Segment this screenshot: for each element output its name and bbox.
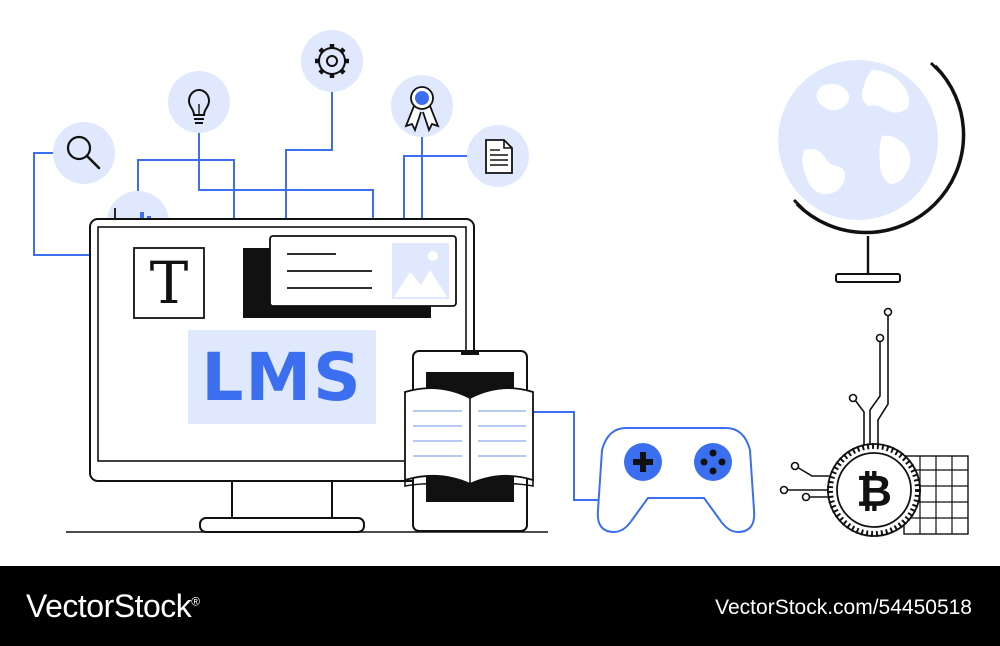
document-icon	[467, 125, 529, 187]
lms-label: LMS	[201, 338, 363, 416]
award-ribbon-icon	[391, 75, 453, 137]
connector-lines	[33, 91, 606, 501]
image-url: VectorStock.com/54450518	[715, 596, 972, 619]
brand-name: VectorStock	[26, 588, 192, 624]
lms-label-block	[188, 330, 376, 424]
text-tool-glyph: T	[149, 249, 189, 317]
lms-illustration	[33, 30, 969, 537]
text-tool-box	[133, 247, 205, 319]
brand-registered-mark: ®	[191, 594, 200, 609]
gamepad-icon	[596, 427, 756, 534]
image-icon	[392, 243, 449, 299]
watermark-footer: VectorStock® VectorStock.com/54450518	[0, 566, 1000, 646]
open-book-icon	[404, 387, 534, 491]
lightbulb-icon	[168, 71, 230, 133]
search-icon	[53, 122, 115, 184]
bitcoin-coin-icon	[779, 307, 969, 537]
bitcoin-symbol: ₿	[856, 465, 892, 517]
gear-icon	[301, 30, 363, 92]
globe-icon	[778, 60, 966, 283]
brand-logo: VectorStock®	[26, 588, 200, 625]
